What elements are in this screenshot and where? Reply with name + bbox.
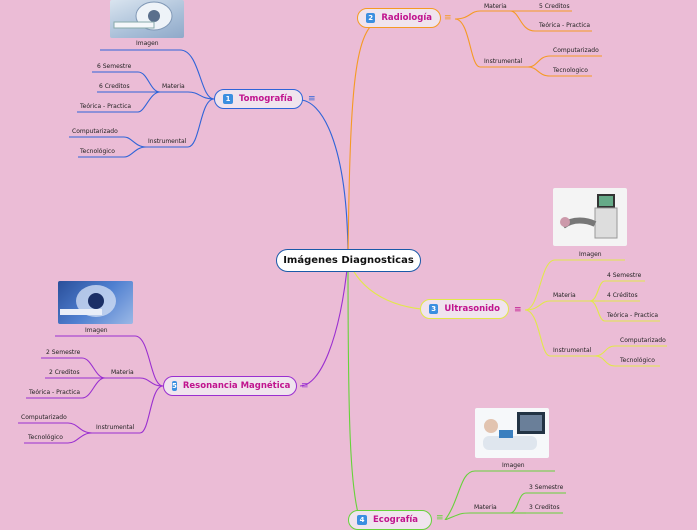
subtopic[interactable]: Computarizado	[72, 128, 118, 135]
hamburger-icon[interactable]: ≡	[436, 513, 444, 523]
ultrasonido-image	[553, 188, 627, 246]
branch-number: 3	[429, 304, 439, 314]
branch-radiologia[interactable]: 2 Radiología	[357, 8, 441, 28]
branch-ecografia[interactable]: 4 Ecografía	[348, 510, 432, 530]
subtopic[interactable]: Tecnológico	[28, 434, 63, 441]
hamburger-icon[interactable]: ≡	[308, 94, 316, 104]
echography-icon	[483, 412, 545, 450]
topic-imagen[interactable]: Imagen	[579, 251, 602, 258]
subtopic[interactable]: 6 Creditos	[99, 83, 130, 90]
central-topic-label: Imágenes Diagnosticas	[283, 255, 414, 266]
ultrasound-machine-icon	[560, 194, 618, 239]
branch-resonancia[interactable]: 5 Resonancia Magnética	[163, 376, 297, 396]
subtopic[interactable]: Computarizado	[553, 47, 599, 54]
topic-imagen[interactable]: Imagen	[502, 462, 525, 469]
subtopic[interactable]: 2 Creditos	[49, 369, 80, 376]
topic-instrumental[interactable]: Instrumental	[484, 58, 523, 65]
subtopic[interactable]: Computarizado	[21, 414, 67, 421]
topic-instrumental[interactable]: Instrumental	[148, 138, 187, 145]
topic-imagen[interactable]: Imagen	[85, 327, 108, 334]
topic-materia[interactable]: Materia	[553, 292, 576, 299]
topic-instrumental[interactable]: Instrumental	[553, 347, 592, 354]
branch-number: 1	[223, 94, 233, 104]
subtopic[interactable]: Teórica - Practica	[539, 22, 591, 29]
branch-ultrasonido[interactable]: 3 Ultrasonido	[420, 299, 509, 319]
branch-label: Ultrasonido	[444, 304, 500, 314]
branch-label: Resonancia Magnética	[182, 381, 291, 391]
branch-tomografia[interactable]: 1 Tomografía	[214, 89, 303, 109]
subtopic[interactable]: 6 Semestre	[97, 63, 132, 70]
branch-label: Radiología	[381, 13, 432, 23]
subtopic[interactable]: 3 Semestre	[529, 484, 564, 491]
subtopic[interactable]: Tecnologico	[553, 67, 588, 74]
subtopic[interactable]: 2 Semestre	[46, 349, 81, 356]
subtopic[interactable]: 4 Semestre	[607, 272, 642, 279]
ct-scanner-icon	[113, 1, 173, 31]
topic-materia[interactable]: Materia	[474, 504, 497, 511]
subtopic[interactable]: Computarizado	[620, 337, 666, 344]
subtopic[interactable]: Tecnológico	[80, 148, 115, 155]
topic-materia[interactable]: Materia	[162, 83, 185, 90]
subtopic[interactable]: Tecnológico	[620, 357, 655, 364]
branch-label: Ecografía	[373, 515, 419, 525]
branch-number: 5	[172, 381, 177, 391]
topic-materia[interactable]: Materia	[484, 3, 507, 10]
subtopic[interactable]: 5 Creditos	[539, 3, 570, 10]
topic-instrumental[interactable]: Instrumental	[96, 424, 135, 431]
subtopic[interactable]: 3 Creditos	[529, 504, 560, 511]
subtopic[interactable]: Teórica - Practica	[80, 103, 132, 110]
topic-imagen[interactable]: Imagen	[136, 40, 159, 47]
resonancia-image	[58, 281, 133, 324]
tomografia-image	[110, 0, 184, 38]
branch-number: 4	[357, 515, 367, 525]
topic-materia[interactable]: Materia	[111, 369, 134, 376]
subtopic[interactable]: Teórica - Practica	[29, 389, 81, 396]
branch-label: Tomografía	[239, 94, 293, 104]
subtopic[interactable]: Teórica - Practica	[607, 312, 659, 319]
ecografia-image	[475, 408, 549, 458]
branch-number: 2	[366, 13, 376, 23]
mri-scanner-icon	[60, 285, 116, 317]
hamburger-icon[interactable]: ≡	[514, 305, 522, 315]
hamburger-icon[interactable]: ≡	[444, 13, 452, 23]
central-topic[interactable]: Imágenes Diagnosticas	[276, 249, 421, 272]
subtopic[interactable]: 4 Créditos	[607, 292, 638, 299]
hamburger-icon[interactable]: ≡	[301, 381, 309, 391]
